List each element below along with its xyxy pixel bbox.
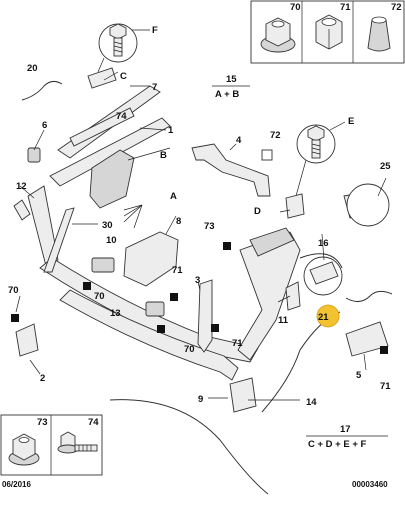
label-70-a: 70 <box>8 285 19 296</box>
label-B: B <box>160 150 167 161</box>
inset-label-73: 73 <box>37 417 48 428</box>
label-D: D <box>254 206 261 217</box>
callout-E: E <box>295 116 354 197</box>
inset-label-71: 71 <box>340 2 351 13</box>
inset-bottom-left: 73 74 <box>0 414 103 476</box>
label-12: 12 <box>16 181 27 192</box>
label-25: 25 <box>380 161 391 172</box>
inset-label-70: 70 <box>290 2 301 13</box>
label-1: 1 <box>168 125 174 136</box>
label-C: C <box>120 71 127 82</box>
formula-17: 17 C + D + E + F <box>306 424 388 450</box>
label-7: 7 <box>152 82 157 93</box>
label-8: 8 <box>176 216 181 227</box>
formula-15-number: 15 <box>226 74 237 85</box>
highlight-21 <box>316 304 340 328</box>
label-72: 72 <box>270 130 281 141</box>
label-3: 3 <box>195 275 200 286</box>
label-71-b: 71 <box>232 338 243 349</box>
callout-25 <box>346 183 390 227</box>
label-74: 74 <box>116 111 127 122</box>
inset-label-72: 72 <box>391 2 402 13</box>
label-14: 14 <box>306 397 317 408</box>
label-13: 13 <box>110 308 121 319</box>
formula-17-number: 17 <box>340 424 351 435</box>
label-71-a: 71 <box>172 265 183 276</box>
formula-17-expression: C + D + E + F <box>308 439 367 450</box>
leader-lines <box>15 71 387 401</box>
fastener-markers <box>11 242 388 354</box>
label-2: 2 <box>40 373 45 384</box>
label-F: F <box>152 25 158 36</box>
washer-nut-icon <box>8 433 40 466</box>
label-16: 16 <box>318 238 329 249</box>
part-labels: 20 C 7 74 1 6 B 4 72 12 A D 25 30 8 73 1… <box>8 63 391 408</box>
front-frame-assembly <box>27 85 301 381</box>
label-E: E <box>348 116 354 127</box>
inset-label-74: 74 <box>88 417 99 428</box>
flange-bolt-icon <box>57 431 98 454</box>
label-70-c: 70 <box>184 344 195 355</box>
callout-F: F <box>97 23 158 73</box>
formula-15-expression: A + B <box>215 89 239 100</box>
label-11: 11 <box>278 315 289 326</box>
label-71-c: 71 <box>380 381 391 392</box>
label-70-b: 70 <box>94 291 105 302</box>
label-6: 6 <box>42 120 47 131</box>
label-A: A <box>170 191 177 202</box>
label-4: 4 <box>236 135 242 146</box>
label-9: 9 <box>198 394 203 405</box>
label-5: 5 <box>356 370 362 381</box>
label-21: 21 <box>318 312 329 323</box>
formula-15: 15 A + B <box>212 74 250 100</box>
flange-nut-icon <box>260 17 296 53</box>
label-10: 10 <box>106 235 117 246</box>
callout-16 <box>303 256 343 296</box>
footer-date: 06/2016 <box>2 480 31 489</box>
footer-reference: 00003460 <box>352 480 388 489</box>
inset-top-right: 70 71 72 <box>250 0 405 64</box>
rubber-cone-icon <box>367 16 391 52</box>
label-73: 73 <box>204 221 215 232</box>
label-30: 30 <box>102 220 113 231</box>
hex-nut-icon <box>315 14 343 50</box>
label-20: 20 <box>27 63 38 74</box>
